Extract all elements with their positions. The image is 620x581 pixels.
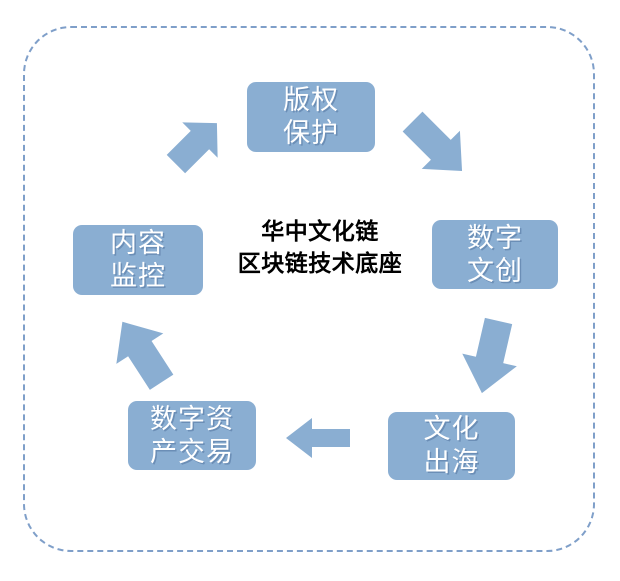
node-overseas[interactable]: 文化 出海 — [388, 412, 515, 480]
arrow-overseas-to-asset-icon — [286, 413, 350, 463]
arrow-asset-to-monitor-icon — [92, 300, 192, 405]
center-title-line1: 华中文化链 — [261, 218, 379, 244]
node-content-monitor-line1: 内容 — [110, 228, 166, 259]
center-title: 华中文化链 区块链技术底座 — [222, 216, 418, 279]
node-asset-trade-line1: 数字资 — [150, 403, 234, 434]
node-asset-trade[interactable]: 数字资 产交易 — [128, 401, 256, 470]
node-copyright-line2: 保护 — [283, 118, 339, 148]
node-digital-culture-line1: 数字 — [467, 222, 523, 253]
node-copyright-line1: 版权 — [283, 85, 339, 116]
node-digital-culture[interactable]: 数字 文创 — [432, 220, 558, 289]
arrow-digital-to-overseas-icon — [440, 306, 540, 411]
node-overseas-line2: 出海 — [423, 447, 480, 477]
center-title-line2: 区块链技术底座 — [237, 249, 403, 276]
node-copyright[interactable]: 版权 保护 — [247, 82, 375, 152]
arrow-monitor-to-copyright-icon — [150, 100, 240, 190]
diagram-dashed-frame — [23, 26, 595, 552]
node-content-monitor[interactable]: 内容 监控 — [73, 225, 203, 295]
node-asset-trade-line2: 产交易 — [150, 436, 234, 467]
node-digital-culture-line2: 文创 — [467, 255, 523, 286]
node-content-monitor-line2: 监控 — [110, 261, 166, 291]
arrow-copyright-to-digital-icon — [388, 100, 488, 195]
node-overseas-line1: 文化 — [423, 414, 480, 445]
